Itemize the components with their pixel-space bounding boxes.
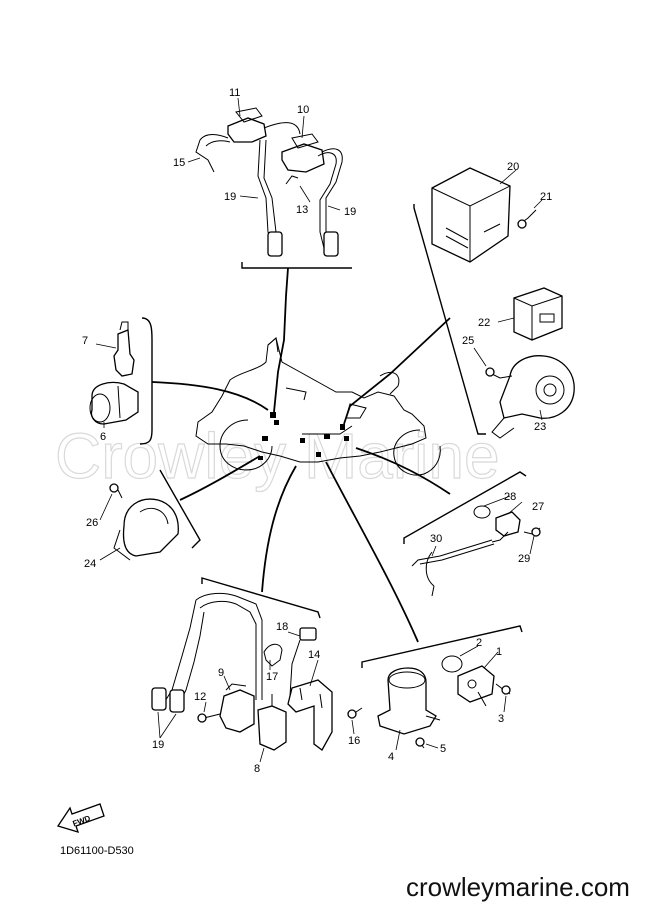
- site-url: crowleymarine.com: [406, 872, 630, 902]
- callout-12: 12: [194, 691, 206, 703]
- solenoid-4: [377, 667, 437, 735]
- ecu-20: [431, 167, 511, 263]
- callout-26: 26: [86, 517, 98, 529]
- leader-lines: [95, 97, 543, 763]
- callout-8: 8: [254, 763, 260, 775]
- callout-2: 2: [476, 637, 482, 649]
- speed-sensor-group: [403, 471, 541, 597]
- callout-10: 10: [297, 104, 309, 116]
- ignition-coil-11: [227, 117, 267, 143]
- callout-27: 27: [532, 501, 544, 513]
- sensor-group-left: [89, 317, 153, 445]
- callout-16: 16: [348, 735, 360, 747]
- callout-numbers: 11 10 15 19 13 19 20 21 22 25 23 7 6 26 …: [82, 87, 552, 775]
- coil-bracket-group: [151, 577, 363, 751]
- callout-5: 5: [440, 743, 446, 755]
- callout-11: 11: [229, 87, 240, 99]
- horn-24: [122, 498, 179, 557]
- callout-19-top-left: 19: [224, 191, 236, 203]
- temperature-sensor-7: [113, 329, 135, 377]
- callout-9: 9: [218, 667, 224, 679]
- callout-25: 25: [462, 335, 474, 347]
- speed-sensor-27: [495, 511, 521, 537]
- callout-30: 30: [430, 533, 442, 545]
- coil-9: [219, 689, 255, 733]
- callout-3: 3: [498, 713, 504, 725]
- callout-1: 1: [496, 646, 502, 658]
- callout-6: 6: [100, 431, 106, 443]
- callout-23: 23: [534, 421, 546, 433]
- ignition-coil-10: [281, 143, 325, 173]
- connector-lines: [151, 267, 451, 643]
- callout-14: 14: [308, 649, 320, 661]
- motorcycle-outline: [195, 337, 441, 476]
- callout-19-bottom: 19: [152, 739, 164, 751]
- callout-19-top-right: 19: [344, 206, 356, 218]
- ecu-group: [413, 167, 563, 435]
- watermark-text: Crowley Marine: [55, 420, 500, 492]
- callout-24: 24: [84, 558, 96, 570]
- callout-22: 22: [478, 317, 490, 329]
- callout-21: 21: [540, 191, 552, 203]
- callout-7: 7: [82, 335, 88, 347]
- relay-22: [513, 287, 563, 341]
- coil-8: [257, 705, 287, 751]
- callout-29: 29: [518, 553, 530, 565]
- callout-15: 15: [173, 157, 185, 169]
- callout-13: 13: [296, 204, 308, 216]
- callout-18: 18: [276, 621, 288, 633]
- horn-group-left: [109, 469, 201, 561]
- callout-4: 4: [388, 751, 394, 763]
- horn-23: [499, 355, 575, 419]
- horn-group-right: [485, 355, 575, 439]
- diagram-code: 1D61100-D530: [60, 845, 134, 857]
- forward-arrow-icon: FWD: [56, 803, 105, 833]
- sensor-6: [90, 381, 139, 425]
- callout-20: 20: [507, 161, 519, 173]
- callout-17: 17: [266, 671, 278, 683]
- switch-group: [361, 625, 523, 749]
- mount-bracket-14: [287, 679, 333, 751]
- ignition-coil-group: [195, 107, 352, 269]
- callout-28: 28: [504, 491, 516, 503]
